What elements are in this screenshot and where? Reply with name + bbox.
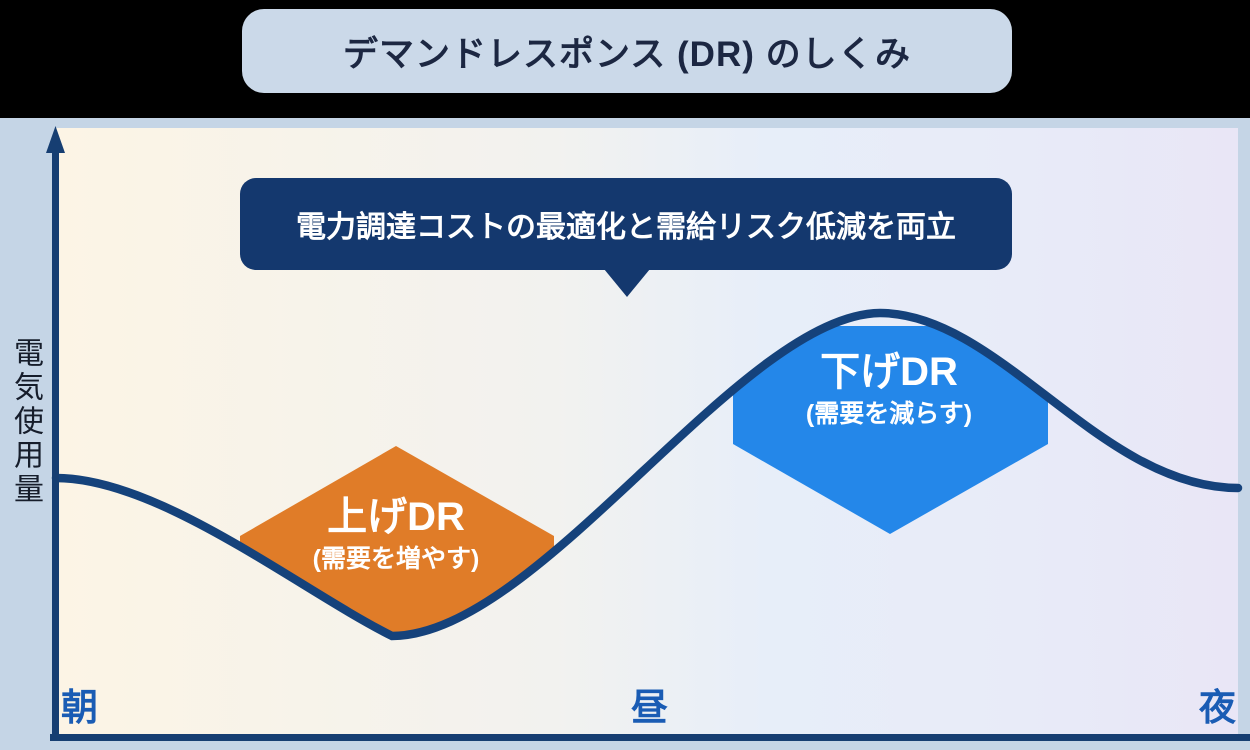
callout-text: 電力調達コストの最適化と需給リスク低減を両立 [296, 211, 956, 244]
up-dr-label: 上げDR (需要を増やす) [236, 495, 556, 574]
header-band: デマンドレスポンス (DR) のしくみ [0, 0, 1250, 118]
callout-bubble: 電力調達コストの最適化と需給リスク低減を両立 [240, 178, 1012, 270]
down-dr-subtitle: (需要を減らす) [805, 400, 973, 428]
demand-curve [51, 308, 1243, 641]
page-title: デマンドレスポンス (DR) のしくみ [342, 34, 911, 74]
x-tick-noon: 昼 [631, 687, 668, 728]
up-dr-title: 上げDR [327, 495, 465, 539]
callout-tail [604, 269, 650, 297]
y-axis-label: 電気使用量 [9, 337, 42, 507]
x-tick-morning: 朝 [61, 687, 98, 728]
up-dr-shape [240, 446, 554, 636]
title-banner: デマンドレスポンス (DR) のしくみ [242, 9, 1012, 93]
down-dr-title: 下げDR [820, 350, 958, 394]
y-axis-arrow-icon [46, 126, 65, 153]
up-dr-subtitle: (需要を増やす) [312, 545, 480, 573]
down-dr-label: 下げDR (需要を減らす) [729, 350, 1049, 429]
down-dr-shape [733, 326, 1048, 534]
x-tick-night: 夜 [1199, 687, 1236, 728]
